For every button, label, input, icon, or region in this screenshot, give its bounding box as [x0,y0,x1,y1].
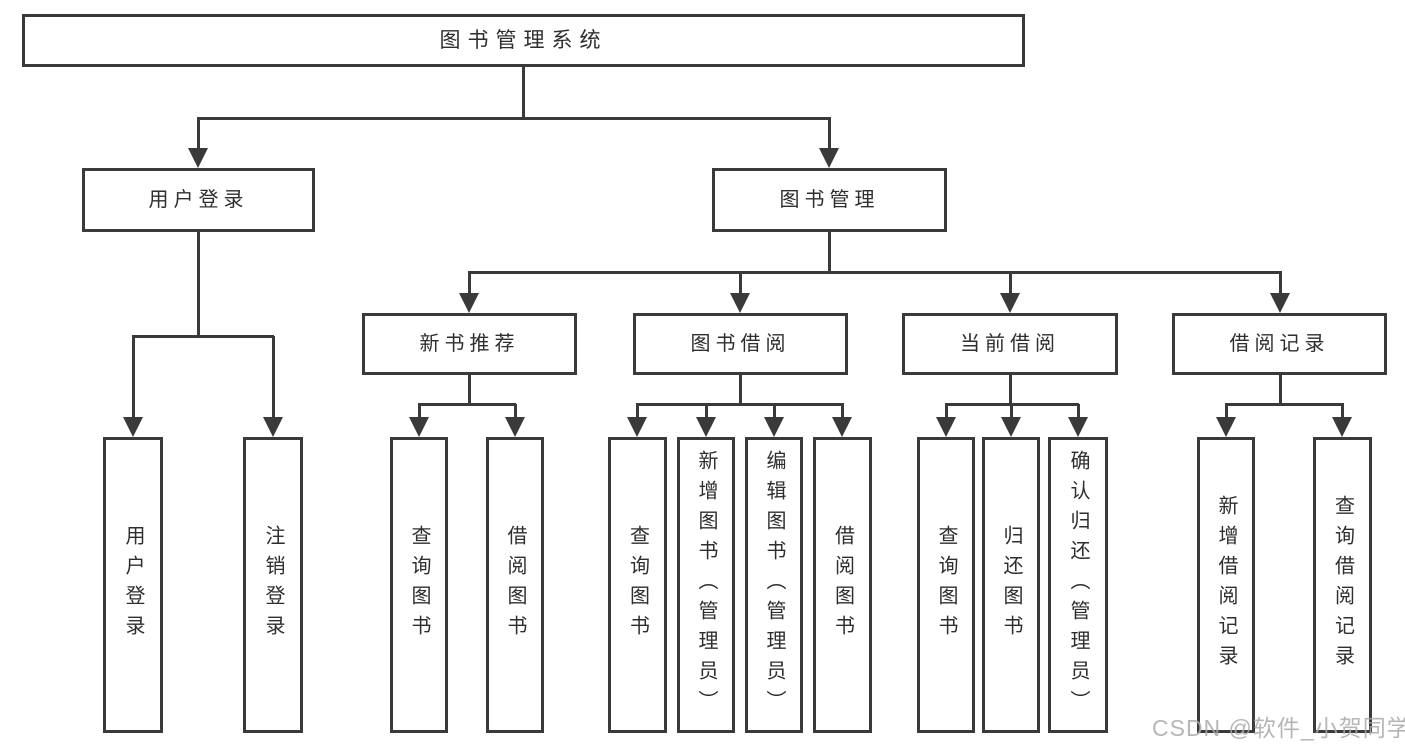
leaf-return-book: 归还图书 [982,437,1040,733]
connector-vline [418,404,421,423]
connector-vline [272,336,275,423]
leaf-label: 查询图书 [408,525,430,645]
arrow-down-icon [936,417,956,437]
leaf-query-books-current: 查询图书 [917,437,975,733]
node-label: 图书管理 [779,189,880,211]
node-label: 用户登录 [148,189,249,211]
arrow-down-icon [627,417,647,437]
csdn-watermark: CSDN @软件_小贺同学 [1152,715,1405,741]
leaf-label: 归还图书 [1000,525,1022,645]
connector-vline [1279,375,1282,406]
arrow-down-icon [819,148,839,168]
leaf-edit-book-admin: 编辑图书（管理员） [745,437,803,733]
leaf-borrow-books-recommend: 借阅图书 [486,437,544,733]
arrow-down-icon [1270,293,1290,313]
connector-vline [636,404,639,423]
leaf-label: 用户登录 [122,525,144,645]
connector-hline [468,271,1282,274]
connector-vline [468,272,471,299]
connector-vline [1225,404,1228,423]
connector-vline [705,404,708,423]
arrow-down-icon [263,417,283,437]
arrow-down-icon [1000,293,1020,313]
leaf-add-borrow-record: 新增借阅记录 [1197,437,1255,733]
leaf-add-book-admin: 新增图书（管理员） [677,437,735,733]
connector-vline [1279,272,1282,299]
arrow-down-icon [832,417,852,437]
leaf-borrow-books-borrowing: 借阅图书 [813,437,872,733]
leaf-label: 新增图书（管理员） [695,450,717,720]
arrow-down-icon [123,417,143,437]
leaf-label: 查询图书 [626,525,649,645]
arrow-down-icon [696,417,716,437]
connector-vline [739,272,742,299]
arrow-down-icon [409,417,429,437]
connector-vline [739,375,742,406]
arrow-down-icon [505,417,525,437]
leaf-label: 查询图书 [935,525,957,645]
connector-vline [514,404,517,423]
leaf-label: 编辑图书（管理员） [763,450,785,720]
leaf-label: 借阅图书 [504,525,526,645]
node-label: 当前借阅 [960,333,1060,355]
connector-vline [1009,375,1012,406]
arrow-down-icon [1068,417,1088,437]
leaf-query-books-borrowing: 查询图书 [608,437,667,733]
arrow-down-icon [459,293,479,313]
connector-vline [773,404,776,423]
arrow-down-icon [1216,417,1236,437]
connector-vline [132,336,135,423]
connector-vline [1009,272,1012,299]
arrow-down-icon [764,417,784,437]
leaf-label: 查询借阅记录 [1331,495,1354,675]
connector-vline [197,232,200,338]
connector-vline [1010,404,1013,423]
connector-vline [197,118,200,154]
node-book-borrowing: 图书借阅 [633,313,848,375]
connector-hline [636,403,844,406]
leaf-user-login: 用户登录 [103,437,163,733]
node-label: 图书借阅 [690,333,791,355]
connector-vline [945,404,948,423]
node-current-borrowing: 当前借阅 [902,313,1118,375]
connector-vline [1341,404,1344,423]
connector-vline [468,375,471,406]
connector-vline [828,232,831,274]
leaf-label: 注销登录 [262,525,284,645]
node-borrowing-records: 借阅记录 [1172,313,1387,375]
leaf-query-borrow-record: 查询借阅记录 [1313,437,1372,733]
leaf-logout: 注销登录 [243,437,303,733]
arrow-down-icon [1332,417,1352,437]
node-user-login: 用户登录 [82,168,315,232]
connector-hline [418,403,516,406]
leaf-label: 借阅图书 [831,525,854,645]
node-root-system: 图书管理系统 [22,14,1025,67]
arrow-down-icon [188,148,208,168]
connector-hline [132,335,274,338]
node-book-management: 图书管理 [712,168,947,232]
leaf-query-books-recommend: 查询图书 [390,437,448,733]
connector-vline [841,404,844,423]
connector-hline [1225,403,1344,406]
leaf-label: 新增借阅记录 [1215,495,1237,675]
node-label: 新书推荐 [419,333,520,355]
leaf-label: 确认归还（管理员） [1067,450,1089,720]
connector-vline [1077,404,1080,423]
leaf-confirm-return-admin: 确认归还（管理员） [1048,437,1108,733]
connector-hline [197,117,831,120]
arrow-down-icon [1001,417,1021,437]
node-label: 借阅记录 [1229,333,1330,355]
connector-vline [522,66,525,120]
node-label: 图书管理系统 [439,29,608,52]
arrow-down-icon [730,293,750,313]
connector-vline [828,118,831,154]
node-new-book-recommend: 新书推荐 [362,313,577,375]
